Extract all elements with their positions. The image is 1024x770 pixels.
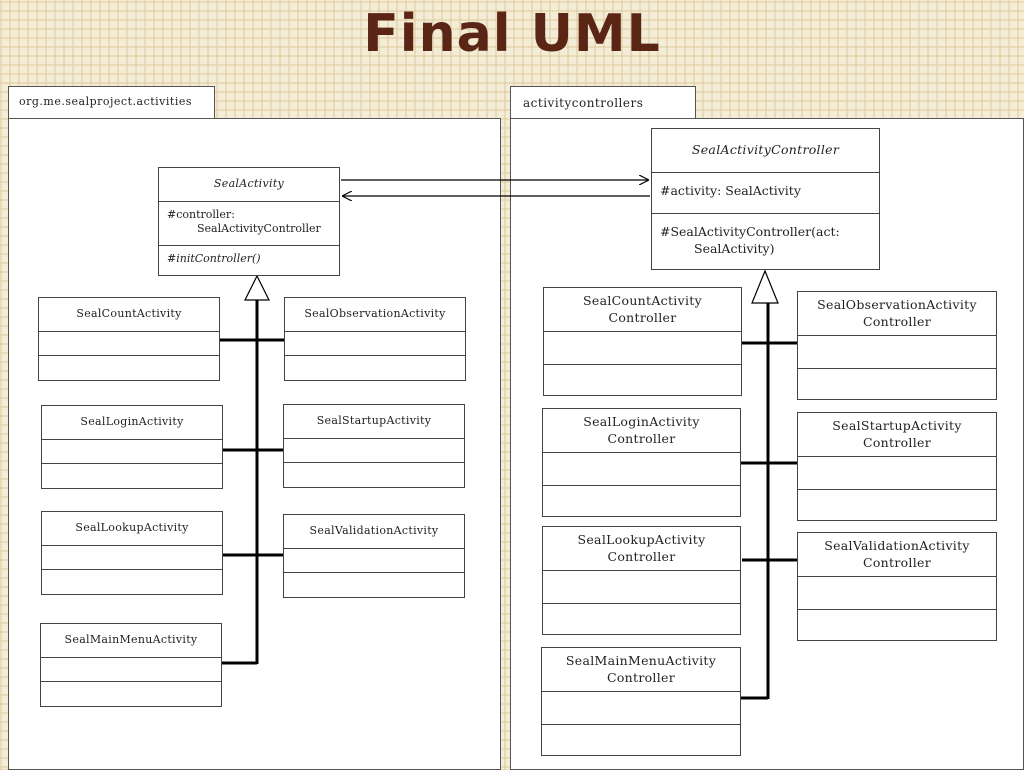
class-name-line-1: SealObservationActivity xyxy=(817,296,977,312)
class-name-line-1: SealStartupActivity xyxy=(832,417,962,433)
class-attributes xyxy=(542,692,740,725)
class-name: SealLoginActivity xyxy=(42,406,222,440)
class-name: SealMainMenuActivity xyxy=(41,624,221,658)
class-name-line-2: Controller xyxy=(862,313,932,329)
class-attributes: #controller: SealActivityController xyxy=(159,202,339,246)
class-name-line-1: SealLoginActivity xyxy=(583,413,700,429)
package-activities-label: org.me.sealproject.activities xyxy=(19,95,192,108)
class-attributes xyxy=(284,549,464,573)
class-name-line-1: SealCountActivity xyxy=(583,292,702,308)
package-controllers-tab: activitycontrollers xyxy=(510,86,696,120)
operation-line-2: SealActivity) xyxy=(694,240,775,256)
class-attributes xyxy=(798,457,996,490)
class-operations xyxy=(42,464,222,488)
class-operations xyxy=(41,682,221,706)
class-operations xyxy=(798,490,996,520)
class-name: SealObservationActivity xyxy=(285,298,465,332)
class-operation: #initController() xyxy=(167,252,261,265)
class-attributes xyxy=(42,440,222,464)
class-operations xyxy=(543,486,740,516)
package-activities-tab: org.me.sealproject.activities xyxy=(8,86,215,119)
class-name: SealStartupActivity xyxy=(284,405,464,439)
class-name-line-2: Controller xyxy=(862,554,932,570)
class-operations xyxy=(798,369,996,399)
class-name-line-2: Controller xyxy=(608,309,677,325)
class-operations xyxy=(798,610,996,640)
class-name-line-1: SealMainMenuActivity xyxy=(565,652,717,668)
class-attributes xyxy=(284,439,464,463)
class-name: SealLookupActivity xyxy=(42,512,222,546)
class-operations xyxy=(39,356,219,380)
class-seal-activity: SealActivity #controller: SealActivityCo… xyxy=(158,167,340,276)
class-seal-observation-activity: SealObservationActivity xyxy=(284,297,466,381)
class-operations xyxy=(284,463,464,487)
class-operations xyxy=(543,604,740,634)
class-attributes xyxy=(798,336,996,369)
class-attributes xyxy=(285,332,465,356)
class-attributes xyxy=(41,658,221,682)
class-operations xyxy=(285,356,465,380)
operation-line-1: #SealActivityController(act: xyxy=(660,224,840,239)
class-name: SealActivityController xyxy=(652,129,879,173)
class-seal-count-activity: SealCountActivity xyxy=(38,297,220,381)
attribute-type: SealActivityController xyxy=(197,221,321,235)
class-seal-login-activity: SealLoginActivity xyxy=(41,405,223,489)
class-name-line-2: Controller xyxy=(607,548,676,564)
class-attributes xyxy=(39,332,219,356)
class-attributes xyxy=(543,571,740,604)
class-name: SealActivity xyxy=(159,168,339,202)
slide-title: Final UML xyxy=(363,4,661,64)
class-seal-lookup-activity: SealLookupActivity xyxy=(41,511,223,595)
class-seal-validation-activity: SealValidationActivity xyxy=(283,514,465,598)
class-name: SealValidationActivity xyxy=(284,515,464,549)
class-operations xyxy=(544,365,741,395)
class-name-line-1: SealLookupActivity xyxy=(577,531,706,547)
package-controllers-label: activitycontrollers xyxy=(523,96,644,110)
attribute-label: #controller: xyxy=(167,208,235,221)
class-attribute: #activity: SealActivity xyxy=(652,173,879,214)
class-operations xyxy=(542,725,740,755)
class-attributes xyxy=(544,332,741,365)
class-operations xyxy=(42,570,222,594)
class-attributes xyxy=(42,546,222,570)
class-name: SealCountActivity xyxy=(39,298,219,332)
class-name-line-2: Controller xyxy=(607,430,676,446)
class-attributes xyxy=(543,453,740,486)
class-name-line-1: SealValidationActivity xyxy=(824,537,970,553)
class-seal-activity-controller: SealActivityController #activity: SealAc… xyxy=(651,128,880,270)
class-attributes xyxy=(798,577,996,610)
class-name-line-2: Controller xyxy=(862,434,932,450)
class-name-line-2: Controller xyxy=(606,669,676,685)
class-operations xyxy=(284,573,464,597)
class-operation: #SealActivityController(act: SealActivit… xyxy=(652,214,879,269)
class-seal-startup-activity: SealStartupActivity xyxy=(283,404,465,488)
class-seal-main-menu-activity: SealMainMenuActivity xyxy=(40,623,222,707)
